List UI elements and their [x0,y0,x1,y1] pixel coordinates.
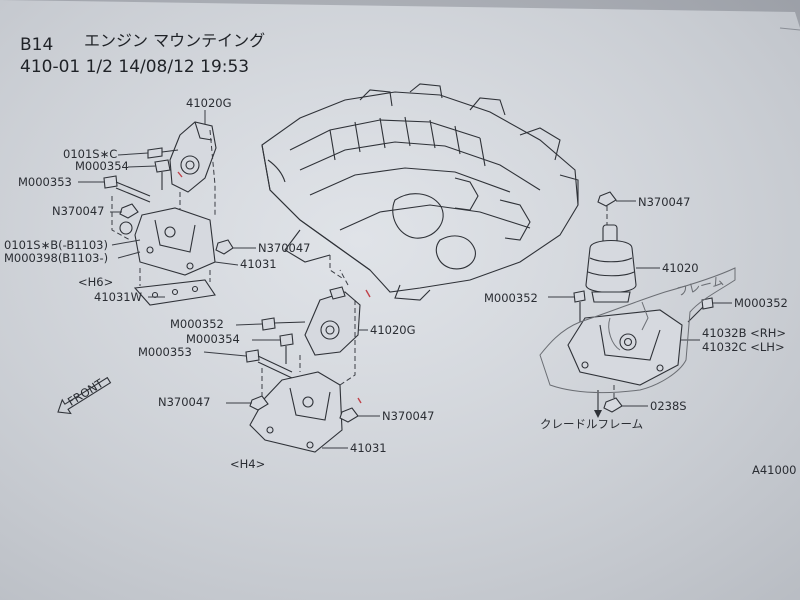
label-41032b: 41032B <RH> [702,326,786,340]
label-m000354-mid: M000354 [186,332,240,346]
label-h4: <H4> [230,457,265,471]
right-mount-group [539,191,736,418]
label-ref-a41000: A41000 [752,463,796,477]
engine-block-drawing [261,83,579,301]
label-n370047-mid: N370047 [258,241,311,255]
label-m000353-mid: M000353 [138,345,192,359]
label-0238s: 0238S [650,399,687,413]
label-m000354-top: M000354 [75,159,129,173]
label-h6: <H6> [78,275,113,289]
label-cradle-frame: クレードルフレーム [540,417,643,431]
label-41020g-mid: 41020G [370,323,416,337]
label-41020: 41020 [662,261,699,275]
label-m000352-right: M000352 [484,291,538,305]
upper-left-leaders [78,152,256,298]
lower-left-mount-group [177,171,371,453]
label-41020g-top: 41020G [186,96,232,110]
header-title: エンジン マウンテイング [84,31,265,50]
label-m000398: M000398(B1103-) [4,251,108,265]
label-41031-top: 41031 [240,257,277,271]
lower-left-leaders [203,323,380,449]
paper-edge [779,27,800,31]
label-41031w: 41031W [94,290,142,304]
label-n370047-top: N370047 [52,204,105,218]
label-m000353-top: M000353 [18,175,72,189]
label-0101s-c: 0101S∗C [63,147,117,161]
header-model: B14 [20,35,53,55]
header-page-line: 410-01 1/2 14/08/12 19:53 [20,57,249,77]
label-m000352-mid: M000352 [170,317,224,331]
upper-left-mount-group [103,110,234,306]
label-41032c: 41032C <LH> [702,340,785,354]
label-m000352-rr: M000352 [734,296,788,310]
label-0101s-b: 0101S∗B(-B1103) [4,238,108,252]
label-41031-h4: 41031 [350,441,387,455]
label-n370047-right: N370047 [638,195,691,209]
label-n370047-h4-left: N370047 [158,395,211,409]
label-n370047-h4-right: N370047 [382,409,435,423]
